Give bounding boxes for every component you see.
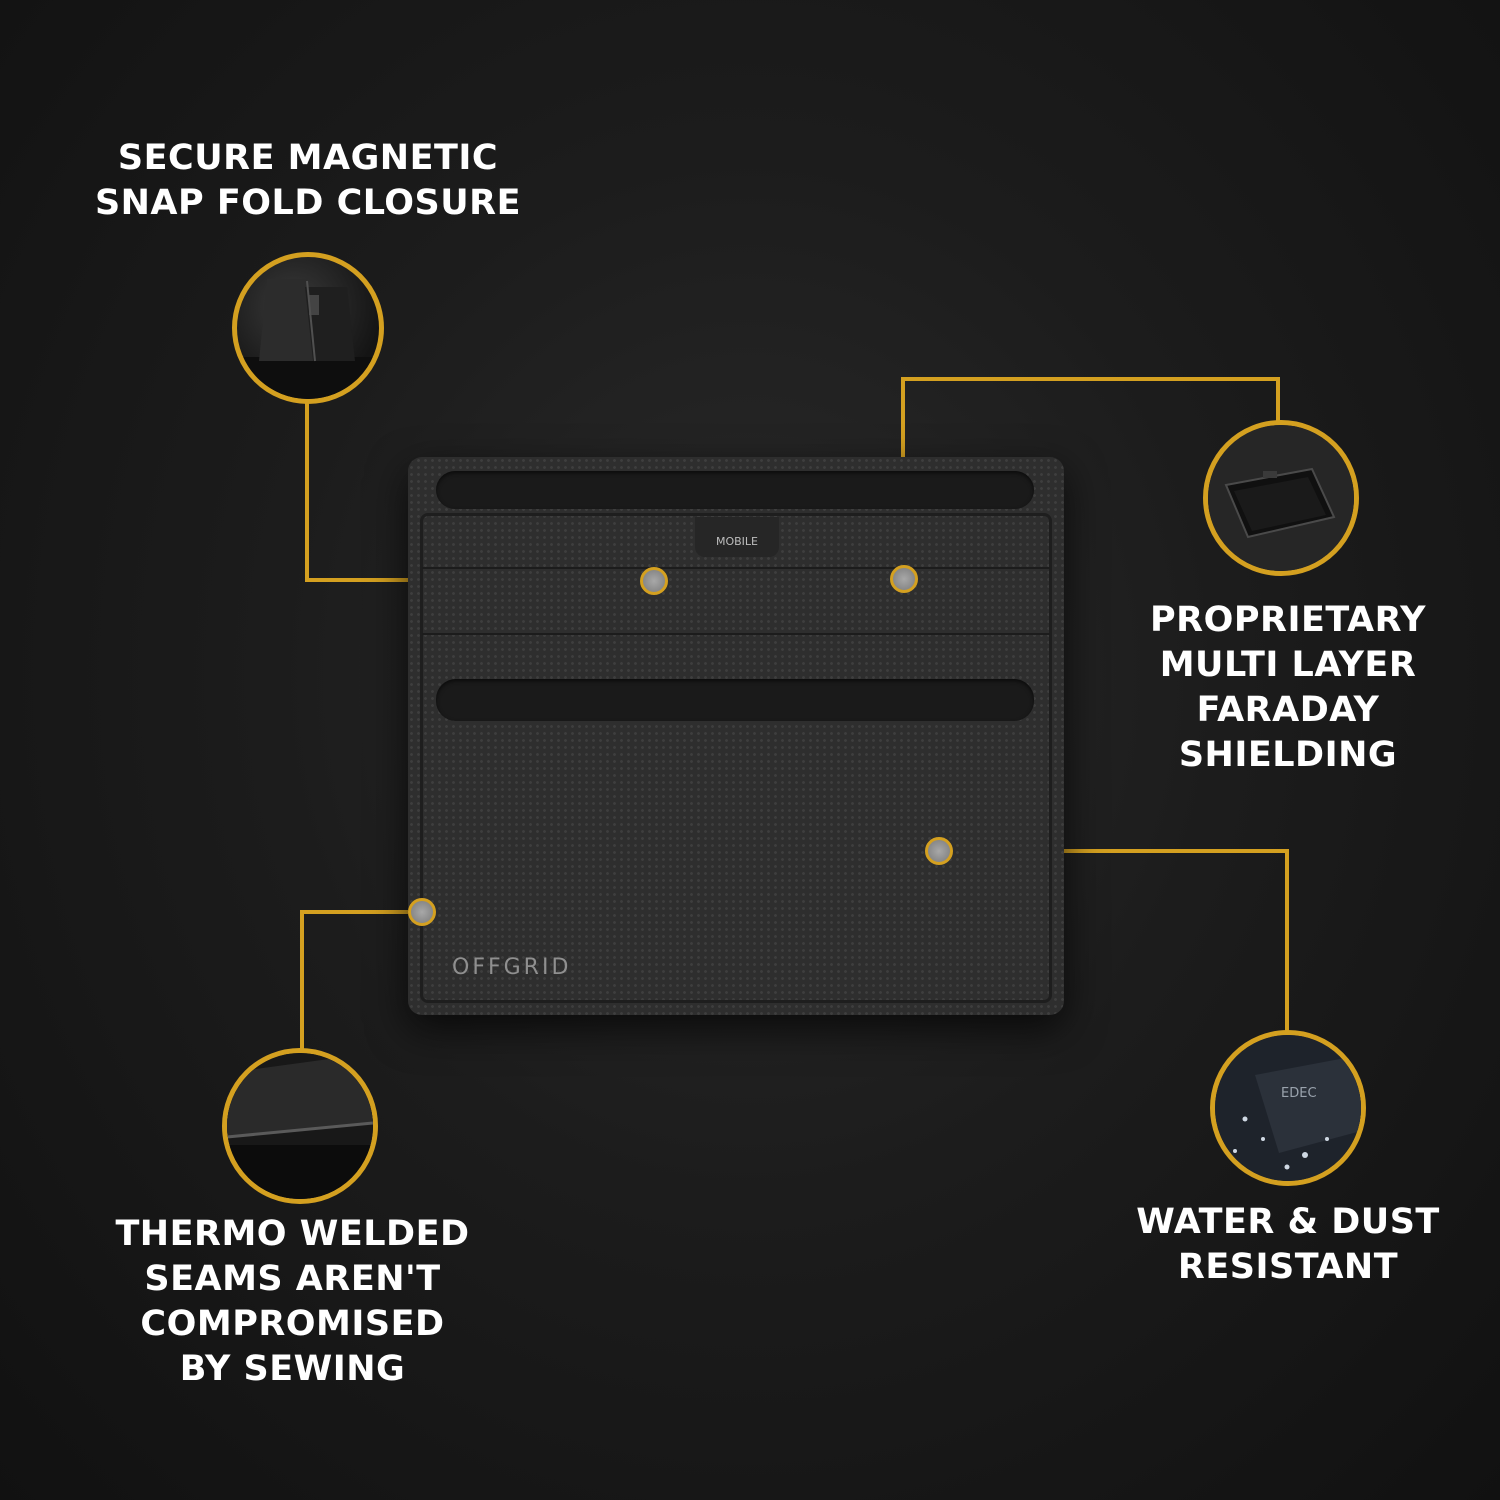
hotspot-water-dust[interactable] (925, 837, 953, 865)
water-drops-thumb: EDEC (1210, 1030, 1366, 1186)
callout-line: PROPRIETARY (1149, 600, 1426, 640)
hotspot-thermo-welded[interactable] (408, 898, 436, 926)
callout-line: THERMO WELDED (115, 1214, 470, 1254)
callout-line: RESISTANT (1177, 1247, 1399, 1287)
callout-line: COMPROMISED (140, 1304, 445, 1344)
magnetic-strip-middle (436, 679, 1034, 721)
callout-line: SHIELDING (1178, 735, 1398, 775)
callout-line: SNAP FOLD CLOSURE (94, 183, 522, 223)
callout-thermo-welded: THERMO WELDED SEAMS AREN'T COMPROMISED B… (110, 1212, 475, 1392)
callout-line: BY SEWING (179, 1349, 406, 1389)
welded-seam-thumb (222, 1048, 378, 1204)
closure-detail-thumb (232, 252, 384, 404)
hotspot-faraday-shielding[interactable] (890, 565, 918, 593)
callout-water-dust: WATER & DUST RESISTANT (1128, 1200, 1448, 1290)
callout-line: FARADAY (1196, 690, 1380, 730)
connector-thermo-welded (300, 910, 410, 1050)
magnetic-strip-top (436, 471, 1034, 509)
faraday-pouch: MOBILE OFFGRID (408, 457, 1064, 1015)
callout-line: WATER & DUST (1136, 1202, 1440, 1242)
callout-line: SECURE MAGNETIC (117, 138, 499, 178)
card-slot-edge (422, 633, 1050, 635)
hotspot-magnetic-closure[interactable] (640, 567, 668, 595)
mobile-pocket-tab: MOBILE (695, 517, 779, 557)
card-pouch-thumb (1203, 420, 1359, 576)
callout-faraday-shielding: PROPRIETARY MULTI LAYER FARADAY SHIELDIN… (1138, 598, 1438, 778)
callout-magnetic-closure: SECURE MAGNETIC SNAP FOLD CLOSURE (88, 136, 528, 226)
pouch-inner-panel (420, 513, 1052, 1003)
brand-logo: OFFGRID (452, 955, 572, 980)
svg-text:EDEC: EDEC (1281, 1086, 1317, 1101)
card-slot-edge (422, 567, 1050, 569)
callout-line: MULTI LAYER (1159, 645, 1417, 685)
callout-line: SEAMS AREN'T (144, 1259, 441, 1299)
